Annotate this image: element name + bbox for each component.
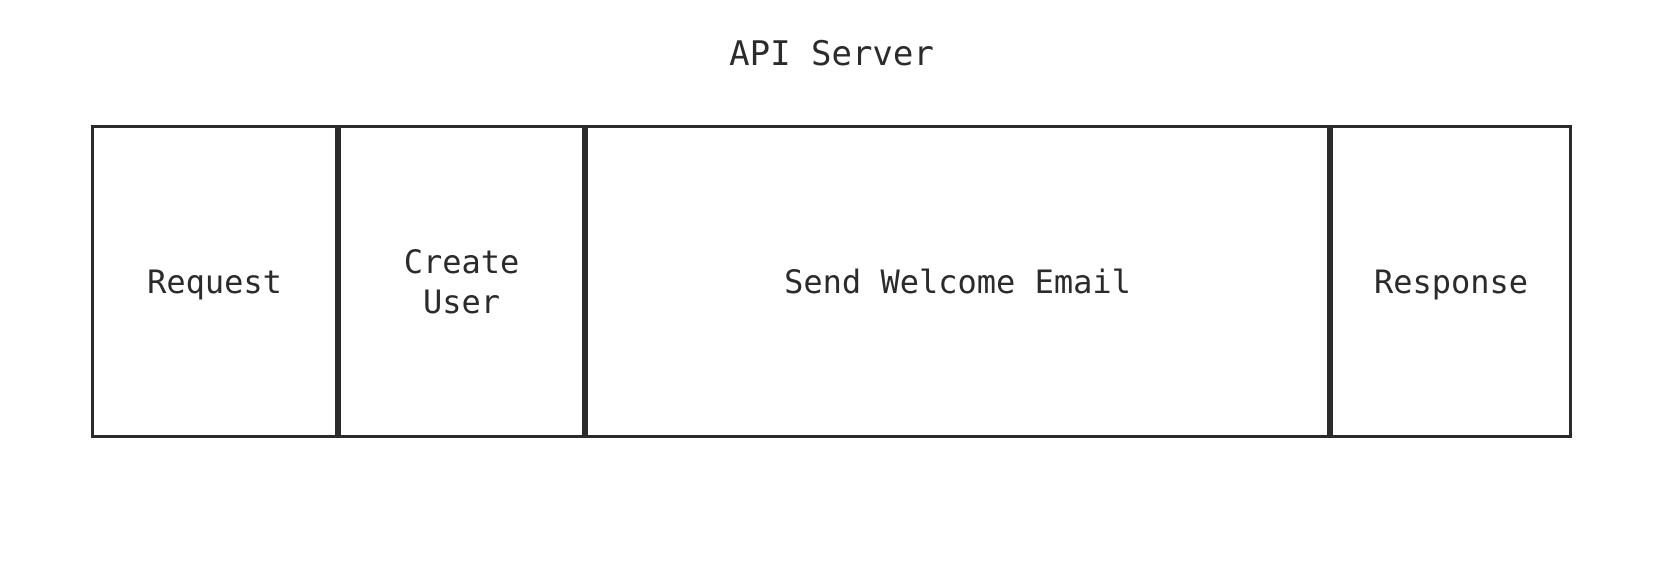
box-create-user: Create User [338,125,585,438]
span-row: Request Create User Send Welcome Email R… [91,125,1572,438]
box-send-welcome-email: Send Welcome Email [585,125,1330,438]
diagram-title: API Server [729,34,934,74]
box-response: Response [1330,125,1572,438]
box-create-user-label: Create User [403,242,520,321]
box-request-label: Request [147,262,282,301]
box-send-welcome-email-label: Send Welcome Email [784,262,1131,301]
box-request: Request [91,125,338,438]
box-response-label: Response [1373,262,1529,301]
